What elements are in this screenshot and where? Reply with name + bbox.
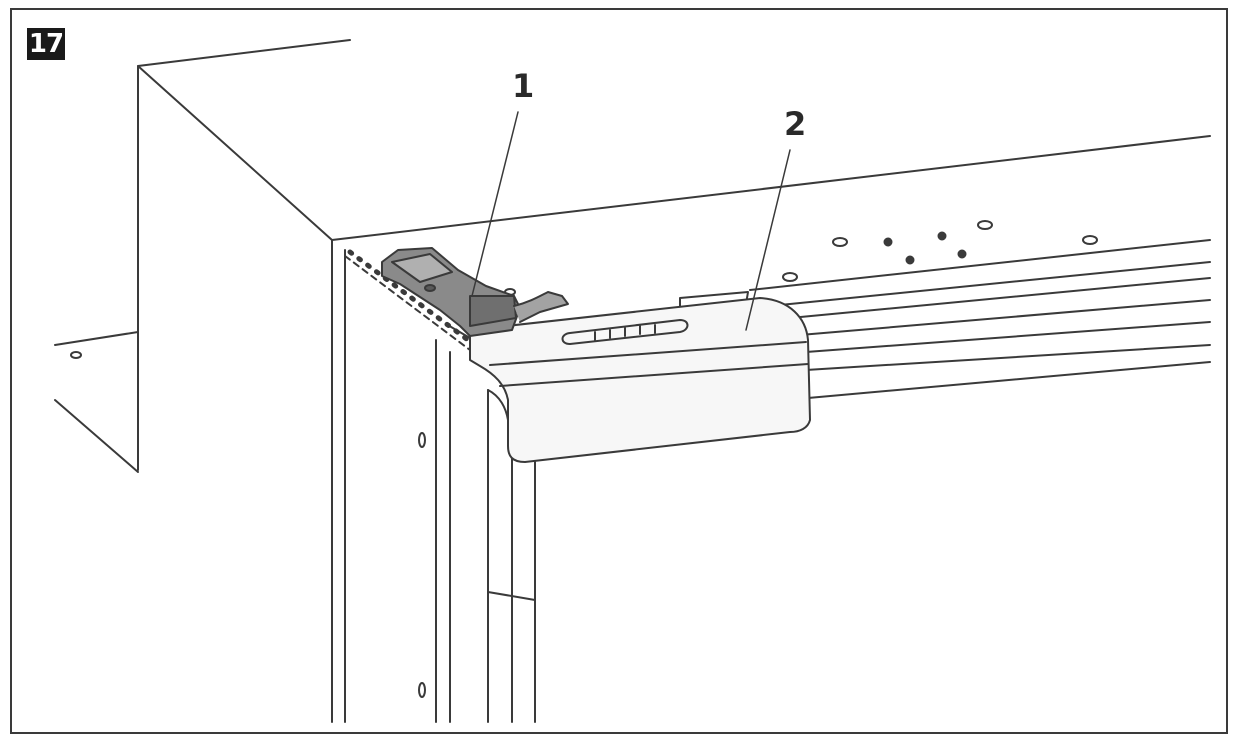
leader-line-2 — [745, 149, 791, 331]
door-frame — [418, 339, 536, 723]
clip-part-1 — [381, 247, 569, 339]
leader-lines — [471, 111, 791, 331]
callout-label-2: 2 — [784, 105, 807, 143]
cabinet-top-surface — [331, 135, 1211, 723]
callout-label-1: 1 — [512, 67, 535, 105]
leader-line-1 — [471, 111, 519, 297]
step-number-badge: 17 — [27, 28, 65, 60]
end-cover-part-2 — [469, 297, 811, 463]
cabinet-side-panel — [54, 39, 351, 473]
door-rail — [679, 239, 1211, 399]
